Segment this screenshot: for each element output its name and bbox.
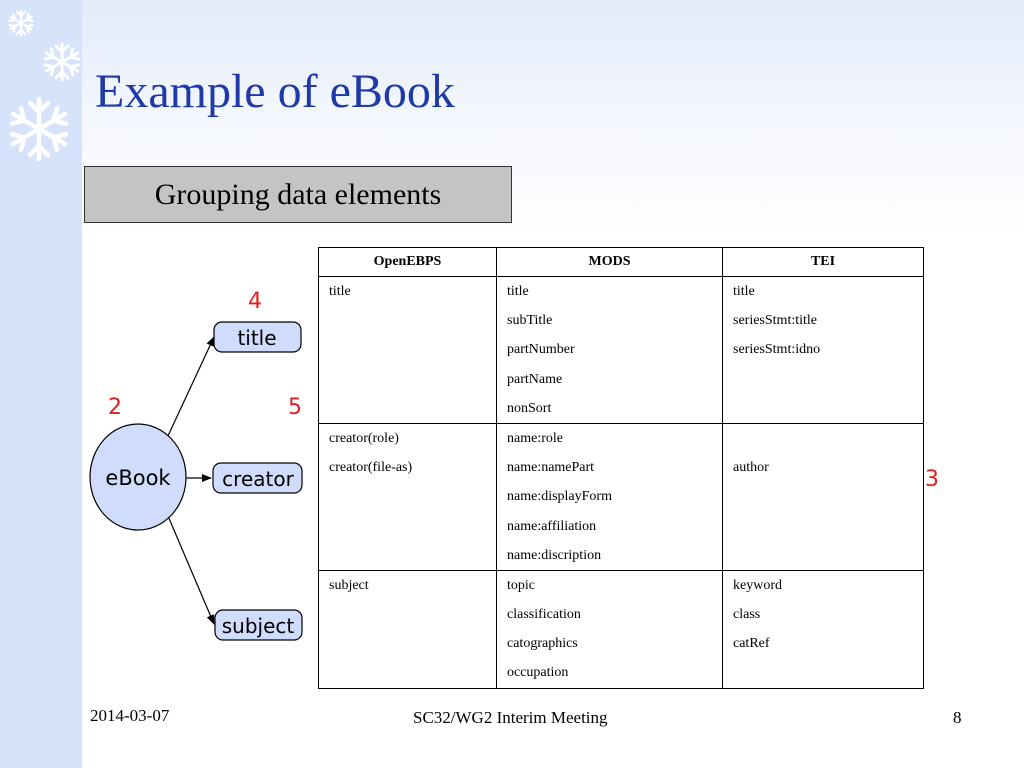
title-node-label: title [237,326,276,350]
cell-line [733,424,923,453]
cell-openebps: title [318,276,497,424]
cell-line: title [733,284,755,299]
cell-tei: keyword class catRef [722,569,924,689]
table-header-row: OpenEBPS MODS TEI [318,247,924,277]
annotation-number-5: 5 [288,395,302,420]
cell-line: partName [507,371,563,387]
cell-tei: author [722,422,924,571]
cell-line: catRef [733,636,770,652]
subject-node [214,609,303,641]
cell-line: catographics [507,636,578,652]
snowflake-icon-large [4,96,74,164]
cell-line: subject [329,577,369,593]
cell-line: nonSort [507,400,552,416]
footer-meeting: SC32/WG2 Interim Meeting [413,708,608,727]
header-mods: MODS [496,247,723,277]
cell-mods: name:role name:namePart name:displayForm… [496,422,723,571]
cell-line: name:discription [507,547,602,563]
ebook-node-label: eBook [105,466,171,490]
slide-title: Example of eBook [95,65,455,118]
cell-line: occupation [507,665,569,681]
cell-line: creator(role) [329,430,399,446]
cell-line: name:namePart [507,460,595,476]
mapping-table: OpenEBPS MODS TEI title title subTitle p… [318,247,924,689]
cell-line: author [733,460,769,476]
cell-line: seriesStmt:idno [733,342,821,358]
snowflake-icon-medium [41,42,83,82]
cell-line: name:displayForm [507,489,612,505]
footer-date: 2014-03-07 [90,706,170,725]
cell-line: classification [507,607,581,623]
grouping-label-text: Grouping data elements [154,177,442,211]
cell-line: name:affiliation [507,518,597,534]
cell-line: keyword [733,577,782,593]
cell-line: seriesStmt:title [733,313,817,329]
annotation-number-3: 3 [925,467,939,492]
cell-line: title [329,284,351,299]
annotation-number-4: 4 [248,289,262,314]
table-row-title: title title subTitle partNumber partName… [318,276,924,424]
header-tei: TEI [722,247,924,277]
edge-ebook-title [166,336,215,439]
creator-node [212,462,303,494]
table-row-creator: creator(role) creator(file-as) name:role… [318,422,924,571]
cell-tei: title seriesStmt:title seriesStmt:idno [722,276,924,424]
subject-node-label: subject [222,614,295,638]
title-node [213,321,302,353]
cell-line: name:role [507,430,563,446]
annotation-number-2: 2 [108,395,122,420]
creator-node-label: creator [222,467,294,491]
snowflake-icon-small [7,9,35,37]
table-row-subject: subject topic classification catographic… [318,569,924,689]
ebook-node [89,423,187,531]
cell-line: title [507,284,529,299]
grouping-label-box: Grouping data elements [84,166,512,223]
cell-line: creator(file-as) [329,460,413,476]
cell-line: subTitle [507,313,553,329]
header-openebps: OpenEBPS [318,247,497,277]
cell-openebps: subject [318,569,497,689]
cell-line: partNumber [507,342,575,358]
cell-mods: topic classification catographics occupa… [496,569,723,689]
edge-ebook-subject [167,515,215,625]
footer-page-number: 8 [953,708,962,727]
cell-line: class [733,607,761,623]
cell-mods: title subTitle partNumber partName nonSo… [496,276,723,424]
cell-line: topic [507,577,535,593]
cell-openebps: creator(role) creator(file-as) [318,422,497,571]
